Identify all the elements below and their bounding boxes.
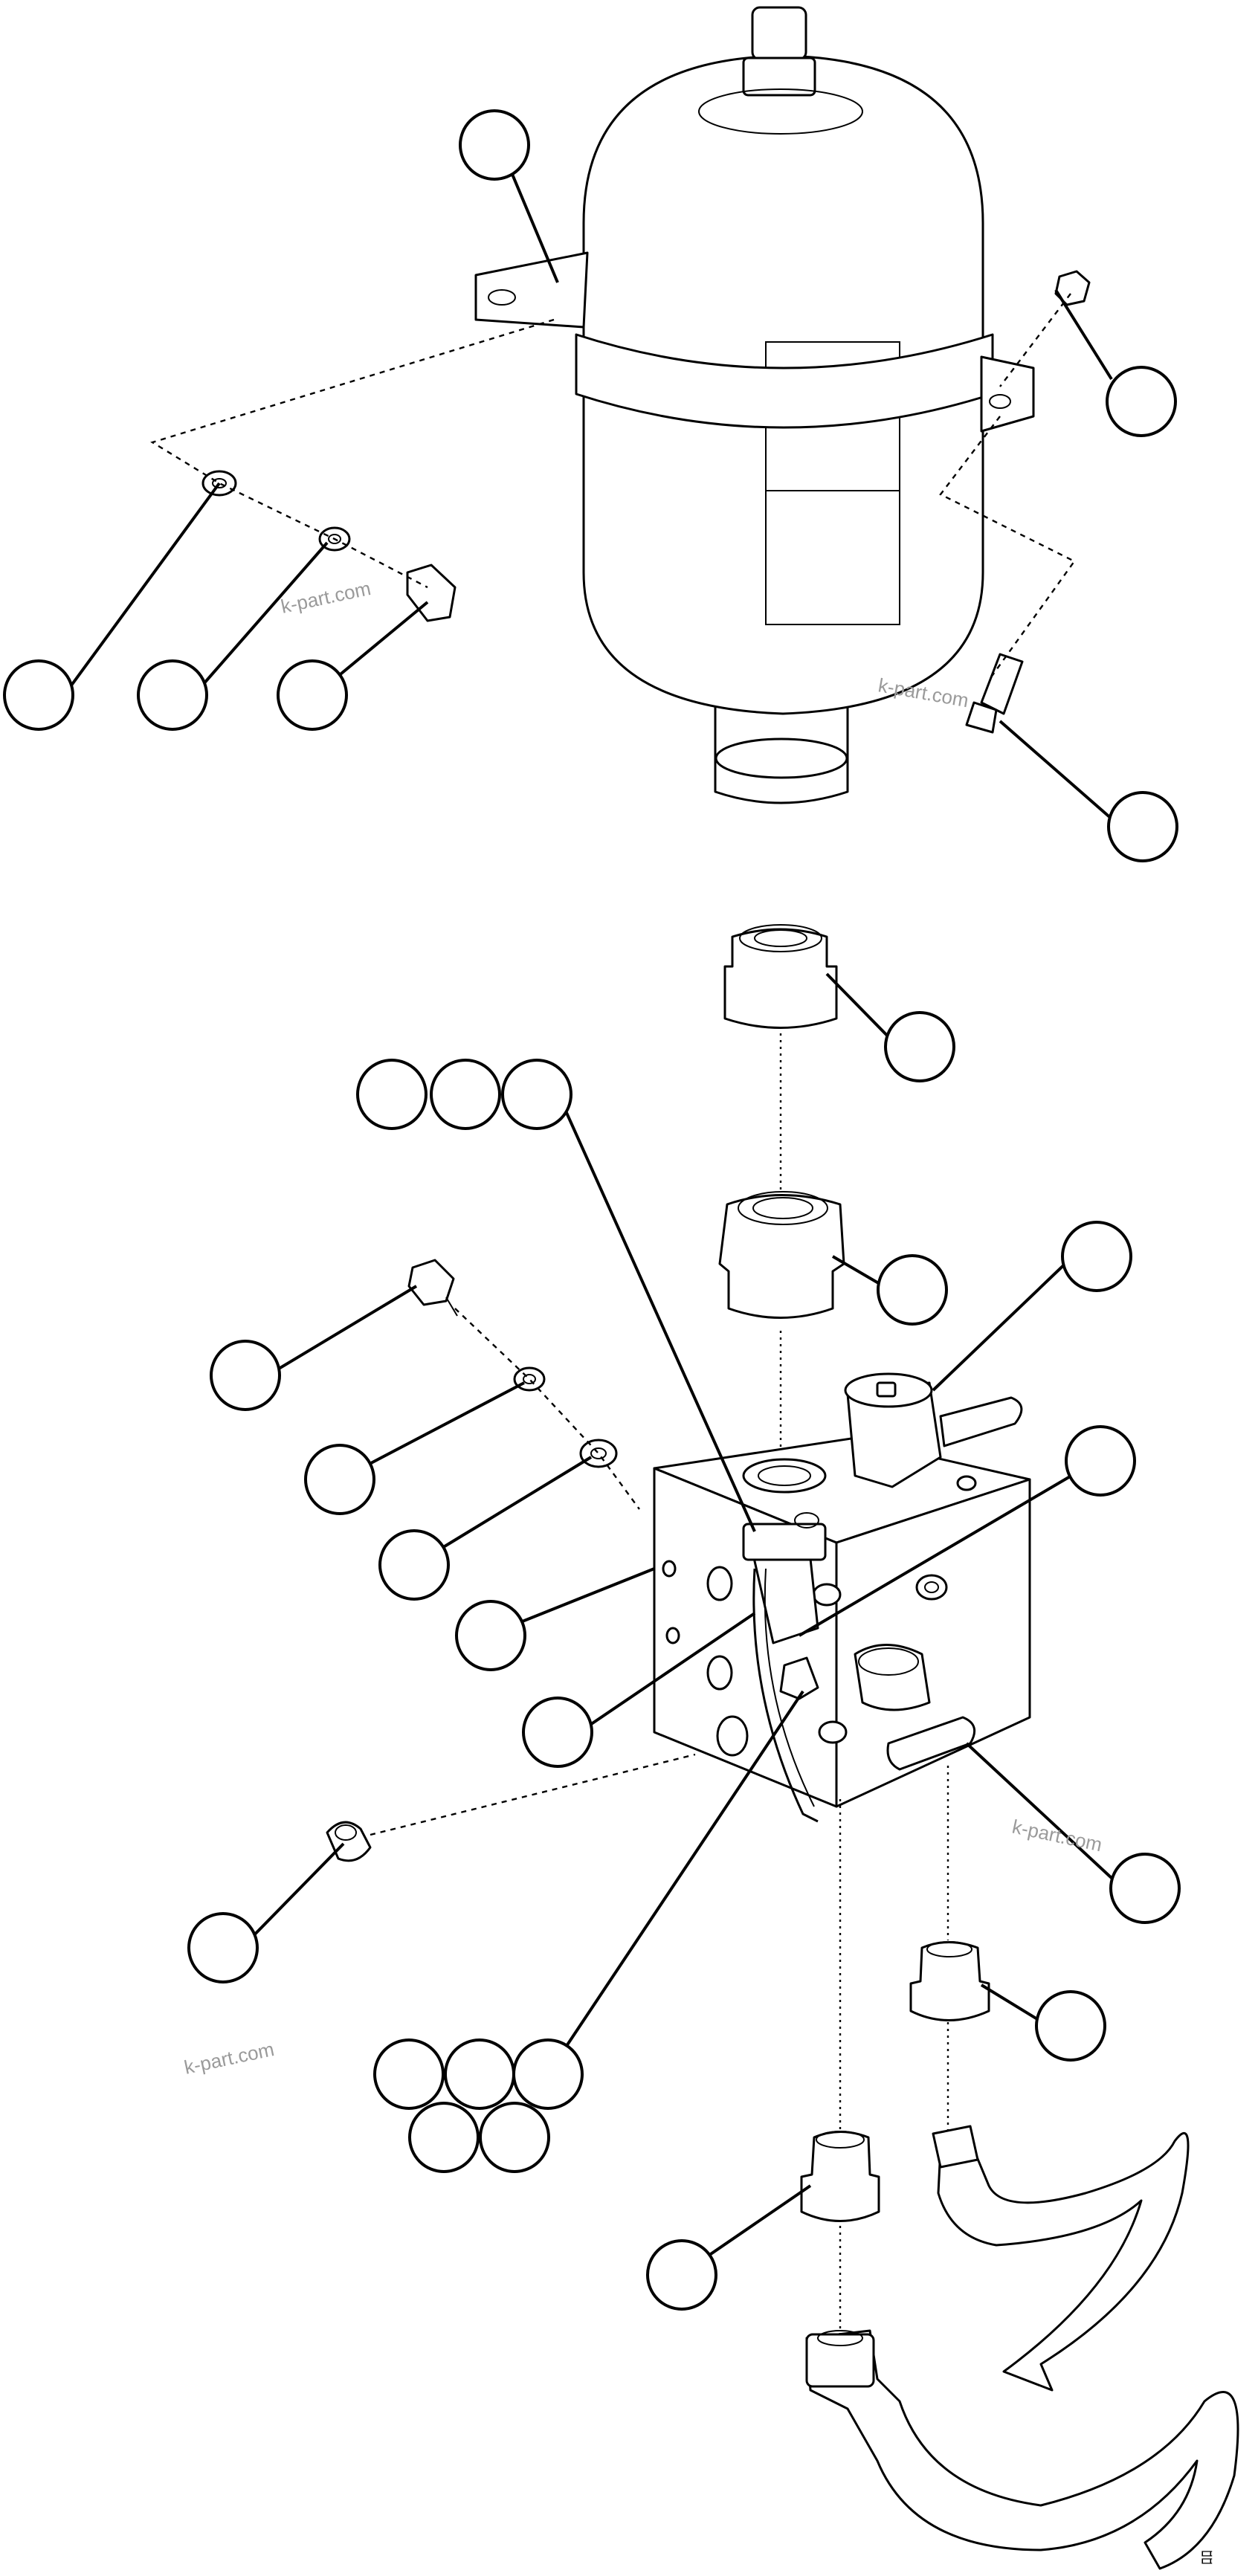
test-port-fitting [779, 1656, 819, 1700]
callout-bubble [430, 1059, 501, 1130]
callout-bubble [1106, 366, 1177, 437]
watermark: k-part.com [182, 2038, 276, 2079]
valve-block [653, 1372, 1031, 1823]
callout-bubble [646, 2239, 717, 2311]
callout-bubble [1065, 1425, 1136, 1497]
callout-bubble [459, 109, 530, 181]
callout-bubble [356, 1059, 428, 1130]
callout-bubble [501, 1059, 572, 1130]
adapter-fitting [723, 928, 838, 1029]
watermark: k-part.com [1010, 1815, 1104, 1856]
callout-bubble [877, 1254, 948, 1326]
callout-bubble [1107, 791, 1178, 862]
mid-washer-2-icon [579, 1439, 618, 1468]
lower-fittings [800, 1766, 1239, 2570]
sensor-wire [752, 1568, 819, 1823]
callout-bubble [479, 2102, 550, 2173]
relief-valve-knob [854, 1644, 931, 1711]
callout-bubble [884, 1011, 955, 1082]
callout-bubble [522, 1697, 593, 1768]
straight-adapter-right [909, 1941, 990, 2021]
callout-bubble [277, 659, 348, 731]
clamp-bracket-left [474, 251, 589, 329]
mid-bolt-icon [407, 1259, 455, 1306]
hose-upper [937, 2131, 1190, 2392]
accumulator-port-end [715, 737, 848, 779]
hose-upper-fitting [932, 2125, 979, 2169]
upper-assembly-lines [150, 293, 1076, 681]
callout-circles [3, 109, 1181, 2311]
callout-bubble [455, 1600, 526, 1671]
callout-bubble [408, 2102, 480, 2173]
callout-bubble [512, 2038, 584, 2110]
callout-bubble [1035, 1990, 1106, 2062]
accumulator-label [765, 341, 900, 625]
swivel-nut [718, 1194, 845, 1319]
accumulator-top-valve [751, 6, 807, 61]
callout-bubble [3, 659, 74, 731]
fitting-stack [718, 924, 845, 1479]
watermarks: k-part.com k-part.com k-part.com k-part.… [182, 577, 1104, 2079]
nut-icon [1054, 270, 1091, 306]
callout-bubble [210, 1340, 281, 1411]
bolt-icon [406, 564, 457, 622]
block-top-port [742, 1458, 827, 1494]
clamp-bracket-right [980, 355, 1035, 433]
hose-lower [805, 2329, 1239, 2570]
callout-bubble [378, 1529, 450, 1601]
long-bolt-icon [980, 653, 1024, 715]
lower-lever [886, 1716, 976, 1771]
callout-bubble [444, 2038, 515, 2110]
accumulator-assembly [474, 6, 1035, 804]
plug-fitting [326, 1753, 696, 1862]
corner-mark: ﾛﾛ [1198, 2550, 1216, 2565]
callout-bubble [304, 1444, 375, 1515]
callout-bubble [137, 659, 208, 731]
solenoid-handle [939, 1396, 1023, 1447]
mid-left-hardware [407, 1259, 640, 1510]
upper-hardware [201, 270, 1091, 734]
callout-bubble [373, 2038, 445, 2110]
straight-adapter-left [800, 2131, 880, 2222]
callout-bubble [1109, 1853, 1181, 1924]
callout-bubble [1061, 1221, 1132, 1292]
callout-bubble [187, 1912, 259, 1983]
